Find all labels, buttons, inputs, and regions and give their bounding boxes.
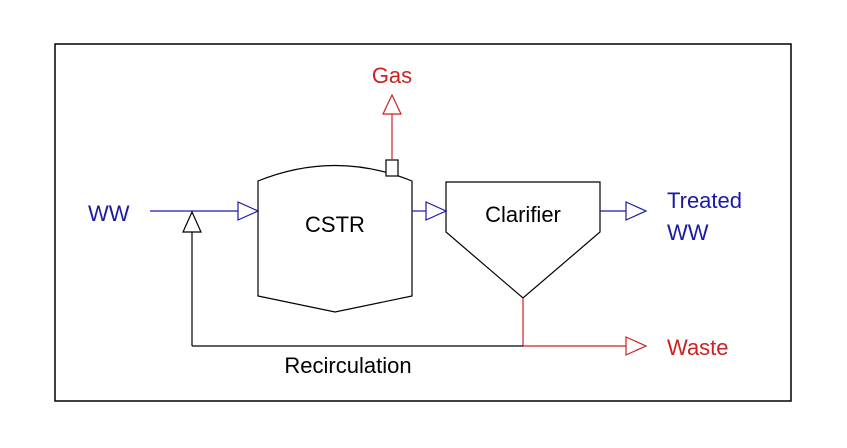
recirculation-arrow — [182, 210, 202, 233]
gas-arrow — [382, 93, 402, 115]
treated-outflow-arrow — [625, 201, 648, 221]
cstr-vessel — [257, 164, 413, 313]
treated-label-line2: WW — [667, 220, 709, 245]
clarifier-label: Clarifier — [485, 202, 561, 227]
waste-label: Waste — [667, 335, 729, 360]
waste-arrow — [625, 336, 648, 356]
gas-label: Gas — [372, 63, 412, 88]
cstr-label: CSTR — [305, 212, 365, 237]
treated-label-line1: Treated — [667, 188, 742, 213]
diagram-frame — [54, 43, 792, 402]
recirculation-label: Recirculation — [284, 353, 411, 378]
clarifier-vessel — [445, 181, 601, 299]
ww-inflow-label: WW — [88, 201, 130, 226]
inflow-arrow — [237, 201, 260, 221]
gas-nozzle — [385, 159, 399, 177]
cstr-to-clarifier-arrow — [425, 201, 448, 221]
